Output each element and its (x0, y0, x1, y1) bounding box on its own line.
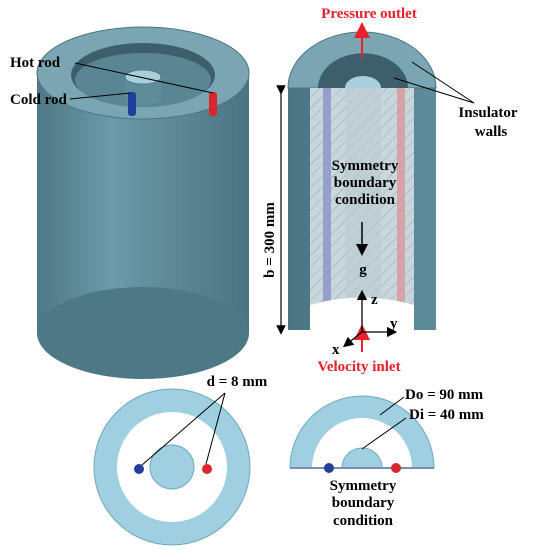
x-axis-label: x (332, 342, 340, 358)
cylinder-bottom (37, 287, 249, 379)
half-cross-section (289, 395, 435, 473)
bottom-symmetry-label-3: condition (333, 513, 394, 529)
symmetry-label-1: Symmetry (332, 158, 399, 174)
half-cylinder (287, 31, 437, 330)
half-annular-gap (312, 418, 412, 468)
insulator-leader-inner (393, 77, 475, 104)
bottom-symmetry-label-2: boundary (332, 495, 395, 511)
outer-diameter-label: Do = 90 mm (405, 387, 484, 403)
inner-core-top (124, 69, 162, 85)
y-axis-label: y (390, 316, 398, 332)
cold-rod-label: Cold rod (10, 92, 67, 108)
half-cylinder-cavity (318, 53, 408, 88)
rod-diameter-leader-cold (141, 392, 226, 466)
half-inner-core (345, 88, 381, 330)
full-cross-section (93, 388, 251, 546)
hot-rod-leader (74, 62, 214, 94)
height-label: b = 300 mm (262, 202, 278, 278)
half-cold-rod (323, 88, 331, 330)
pressure-outlet-label: Pressure outlet (321, 6, 417, 22)
symmetry-label-2: boundary (334, 175, 397, 191)
insulator-leader-outer (411, 61, 475, 104)
cold-rod-leader (69, 92, 131, 100)
hot-rod-section (202, 464, 212, 474)
outer-diameter-leader (379, 396, 405, 416)
rod-diameter-leader-hot (205, 392, 226, 465)
half-inner-core-top (345, 76, 381, 88)
symmetry-label-3: condition (335, 192, 396, 208)
half-hot-rod (397, 88, 405, 330)
cold-rod (128, 92, 136, 116)
bottom-symmetry-label-1: Symmetry (330, 478, 397, 494)
z-axis-label: z (371, 292, 378, 308)
x-axis (342, 331, 363, 348)
hot-rod (209, 92, 217, 116)
insulator-walls-label-1: Insulator (458, 105, 518, 121)
half-cold-rod-section (324, 463, 334, 473)
half-hot-rod-section (391, 463, 401, 473)
insulator-walls-label-2: walls (475, 124, 508, 140)
rod-diameter-label: d = 8 mm (207, 374, 268, 390)
full-cylinder (36, 26, 250, 379)
cold-rod-section (134, 464, 144, 474)
inner-diameter-label: Di = 40 mm (409, 407, 484, 423)
velocity-inlet-label: Velocity inlet (317, 359, 400, 375)
inner-diameter-leader (361, 417, 407, 450)
hot-rod-label: Hot rod (10, 55, 61, 71)
gravity-label: g (359, 262, 367, 278)
inner-section (149, 444, 195, 490)
